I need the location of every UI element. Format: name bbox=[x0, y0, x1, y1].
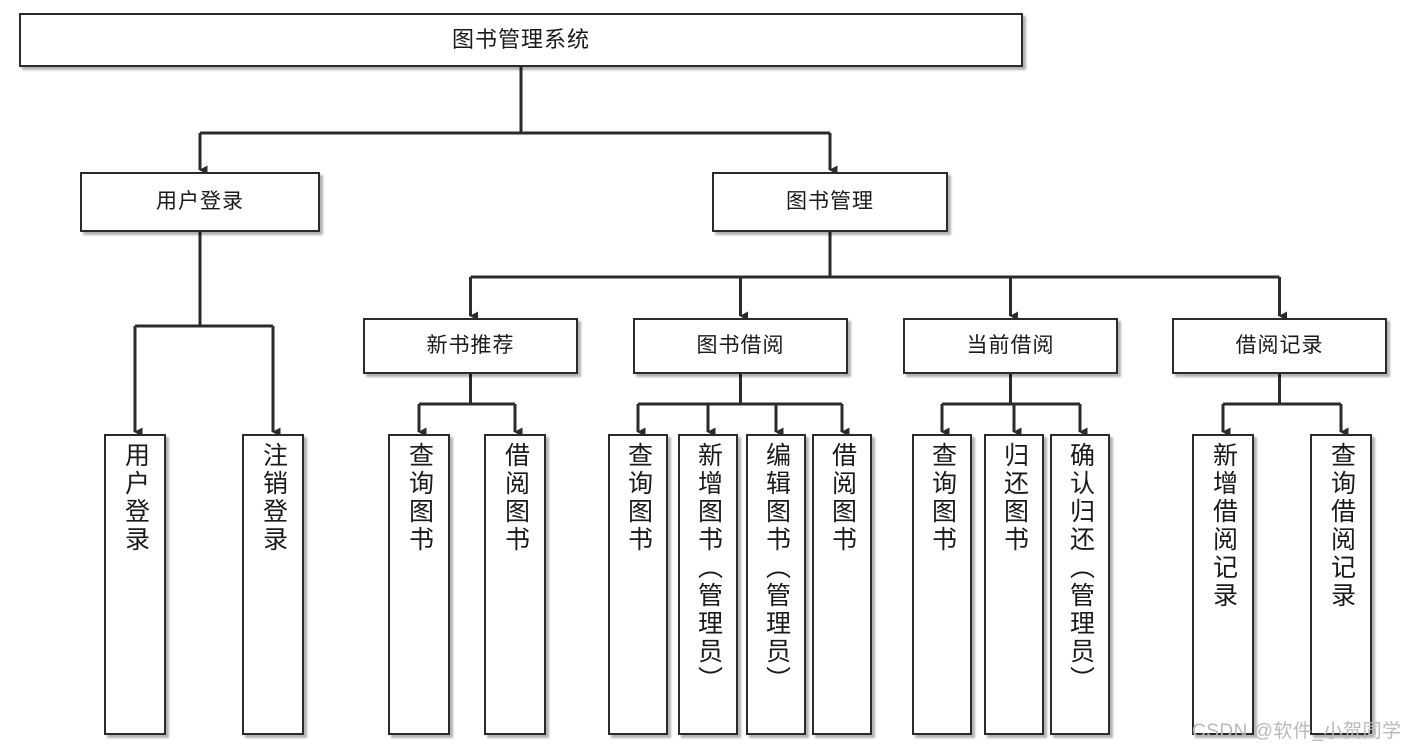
node-label: 新增图书（管理员） bbox=[694, 442, 723, 694]
level3-node-1: 图书借阅 bbox=[633, 318, 848, 374]
level3-node-2: 当前借阅 bbox=[903, 318, 1118, 374]
node-label: 查询图书 bbox=[928, 442, 957, 554]
leaf-node-8: 查询图书 bbox=[912, 434, 972, 735]
node-label: 编辑图书（管理员） bbox=[762, 442, 791, 694]
node-label: 新书推荐 bbox=[426, 333, 515, 357]
node-label: 注销登录 bbox=[259, 442, 288, 554]
node-label: 新增借阅记录 bbox=[1209, 442, 1238, 610]
leaf-node-1: 注销登录 bbox=[242, 434, 304, 735]
node-label: 查询借阅记录 bbox=[1327, 442, 1356, 610]
node-label: 归还图书 bbox=[1000, 442, 1029, 554]
leaf-node-9: 归还图书 bbox=[984, 434, 1044, 735]
leaf-node-0: 用户登录 bbox=[104, 434, 166, 735]
node-label: 图书管理 bbox=[786, 189, 874, 213]
leaf-node-7: 借阅图书 bbox=[812, 434, 872, 735]
level2-node-1: 图书管理 bbox=[712, 172, 948, 232]
node-label: 借阅图书 bbox=[501, 442, 530, 554]
node-label: 用户登录 bbox=[156, 189, 244, 213]
node-label: 确认归还（管理员） bbox=[1066, 442, 1095, 694]
csdn-watermark: CSDN @软件_小贺同学 bbox=[1192, 721, 1402, 742]
node-label: 查询图书 bbox=[624, 442, 653, 554]
node-label: 图书借阅 bbox=[696, 333, 785, 357]
leaf-node-3: 借阅图书 bbox=[484, 434, 546, 735]
node-label: 借阅记录 bbox=[1235, 333, 1324, 357]
leaf-node-12: 查询借阅记录 bbox=[1310, 434, 1372, 735]
leaf-node-10: 确认归还（管理员） bbox=[1050, 434, 1110, 735]
level3-node-0: 新书推荐 bbox=[363, 318, 578, 374]
node-label: 当前借阅 bbox=[966, 333, 1055, 357]
node-label: 借阅图书 bbox=[828, 442, 857, 554]
leaf-node-2: 查询图书 bbox=[388, 434, 450, 735]
node-label: 查询图书 bbox=[405, 442, 434, 554]
node-label: 图书管理系统 bbox=[451, 27, 590, 53]
level3-node-3: 借阅记录 bbox=[1172, 318, 1387, 374]
leaf-node-11: 新增借阅记录 bbox=[1192, 434, 1254, 735]
level2-node-0: 用户登录 bbox=[80, 172, 320, 232]
node-label: 用户登录 bbox=[121, 442, 150, 554]
leaf-node-5: 新增图书（管理员） bbox=[678, 434, 738, 735]
root-node-system: 图书管理系统 bbox=[19, 13, 1023, 67]
leaf-node-4: 查询图书 bbox=[608, 434, 668, 735]
leaf-node-6: 编辑图书（管理员） bbox=[746, 434, 806, 735]
